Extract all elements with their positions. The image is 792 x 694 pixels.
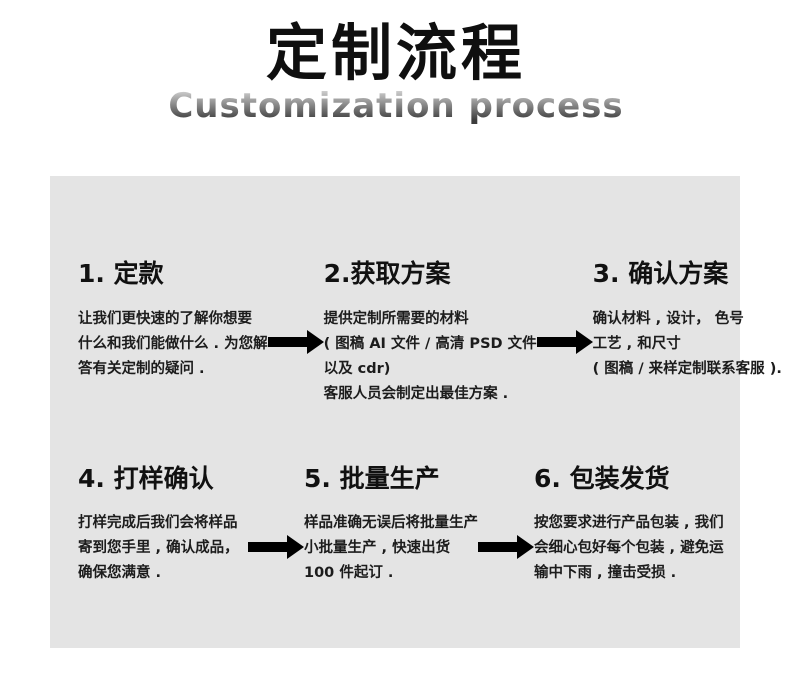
step-1: 1. 定款 让我们更快速的了解你想要 什么和我们能做什么 . 为您解 答有关定制… — [78, 258, 268, 382]
process-panel: 1. 定款 让我们更快速的了解你想要 什么和我们能做什么 . 为您解 答有关定制… — [50, 176, 782, 648]
step-2-line-3: 以及 cdr) — [323, 360, 391, 377]
step-3-line-3: ( 图稿 / 来样定制联系客服 ). — [592, 360, 782, 377]
step-3-line-1: 确认材料 , 设计， 色号 — [592, 310, 744, 327]
step-6-line-2: 会细心包好每个包装 , 避免运 — [534, 540, 724, 556]
step-5-heading: 5. 批量生产 — [304, 463, 440, 493]
step-4-description: 打样完成后我们会将样品 寄到您手里 , 确认成品， 确保您满意 . — [78, 511, 248, 586]
step-5-line-3: 100 件起订 . — [304, 565, 394, 581]
arrow-step4-to-step5-icon — [248, 534, 304, 559]
page-title: 定制流程 — [265, 18, 526, 89]
step-2-description: 提供定制所需要的材料 ( 图稿 AI 文件 / 高清 PSD 文件 以及 cdr… — [324, 307, 537, 407]
page-subtitle: Customization process — [0, 87, 792, 125]
step-1-description: 让我们更快速的了解你想要 什么和我们能做什么 . 为您解 答有关定制的疑问 . — [78, 307, 268, 382]
step-6-line-1: 按您要求进行产品包装 , 我们 — [534, 515, 724, 531]
step-3-heading: 3. 确认方案 — [592, 259, 729, 288]
step-5-description: 样品准确无误后将批量生产 小批量生产 , 快速出货 100 件起订 . — [304, 511, 478, 586]
step-4-line-2: 寄到您手里 , 确认成品， — [78, 540, 239, 556]
step-6-description: 按您要求进行产品包装 , 我们 会细心包好每个包装 , 避免运 输中下雨 , 撞… — [534, 511, 724, 586]
step-5-line-2: 小批量生产 , 快速出货 — [304, 540, 451, 556]
step-1-line-1: 让我们更快速的了解你想要 — [78, 310, 252, 327]
step-4: 4. 打样确认 打样完成后我们会将样品 寄到您手里 , 确认成品， 确保您满意 … — [78, 463, 248, 587]
step-5: 5. 批量生产 样品准确无误后将批量生产 小批量生产 , 快速出货 100 件起… — [304, 463, 478, 587]
step-6-line-3: 输中下雨 , 撞击受损 . — [534, 565, 677, 581]
page-header: 定制流程 Customization process — [0, 0, 792, 126]
step-1-line-2: 什么和我们能做什么 . 为您解 — [78, 335, 268, 352]
process-row-1: 1. 定款 让我们更快速的了解你想要 什么和我们能做什么 . 为您解 答有关定制… — [78, 258, 782, 407]
step-4-line-3: 确保您满意 . — [78, 565, 162, 581]
step-4-heading: 4. 打样确认 — [78, 463, 214, 493]
step-2-line-1: 提供定制所需要的材料 — [323, 310, 469, 327]
step-3: 3. 确认方案 确认材料 , 设计， 色号 工艺 , 和尺寸 ( 图稿 / 来样… — [593, 258, 782, 382]
step-2-heading: 2.获取方案 — [323, 259, 451, 288]
step-1-line-3: 答有关定制的疑问 . — [78, 360, 205, 377]
arrow-step5-to-step6-icon — [478, 534, 534, 559]
step-2-line-4: 客服人员会制定出最佳方案 . — [323, 385, 509, 402]
process-row-2: 4. 打样确认 打样完成后我们会将样品 寄到您手里 , 确认成品， 确保您满意 … — [78, 463, 724, 587]
arrow-step1-to-step2-icon — [267, 330, 324, 354]
step-1-heading: 1. 定款 — [78, 259, 164, 288]
step-5-line-1: 样品准确无误后将批量生产 — [304, 515, 478, 531]
step-2: 2.获取方案 提供定制所需要的材料 ( 图稿 AI 文件 / 高清 PSD 文件… — [324, 258, 537, 407]
step-6-heading: 6. 包装发货 — [534, 463, 670, 493]
step-6: 6. 包装发货 按您要求进行产品包装 , 我们 会细心包好每个包装 , 避免运 … — [534, 463, 724, 587]
step-3-line-2: 工艺 , 和尺寸 — [592, 335, 681, 352]
step-4-line-1: 打样完成后我们会将样品 — [78, 515, 238, 531]
step-2-line-2: ( 图稿 AI 文件 / 高清 PSD 文件 — [323, 335, 537, 352]
arrow-step2-to-step3-icon — [536, 330, 593, 354]
step-3-description: 确认材料 , 设计， 色号 工艺 , 和尺寸 ( 图稿 / 来样定制联系客服 )… — [593, 307, 782, 382]
